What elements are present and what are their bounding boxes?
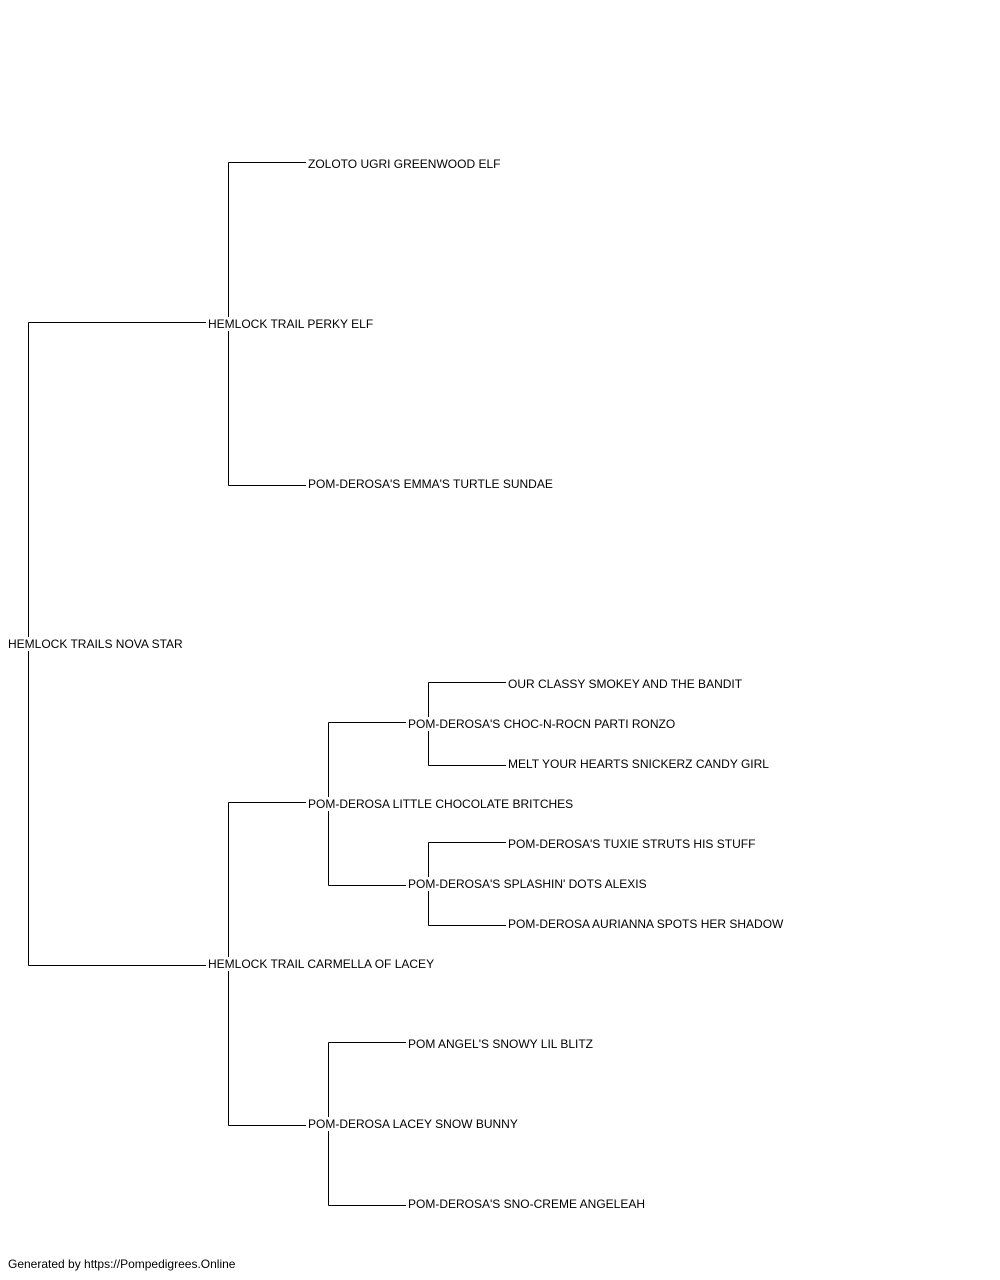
- dam-sire-sire-dam-name: MELT YOUR HEARTS SNICKERZ CANDY GIRL: [508, 757, 771, 771]
- dam-sire-dam-name: POM-DEROSA'S SPLASHIN' DOTS ALEXIS: [408, 877, 649, 891]
- sire-sire-name: ZOLOTO UGRI GREENWOOD ELF: [308, 157, 503, 171]
- dam-sire-sire-name: POM-DEROSA'S CHOC-N-ROCN PARTI RONZO: [408, 717, 678, 731]
- sire-dam-name: POM-DEROSA'S EMMA'S TURTLE SUNDAE: [308, 477, 555, 491]
- subject-dog-name: HEMLOCK TRAILS NOVA STAR: [8, 637, 185, 651]
- dam-sire-dam-sire-name: POM-DEROSA'S TUXIE STRUTS HIS STUFF: [508, 837, 758, 851]
- dam-dam-dam-name: POM-DEROSA'S SNO-CREME ANGELEAH: [408, 1197, 647, 1211]
- sire-name: HEMLOCK TRAIL PERKY ELF: [208, 317, 376, 331]
- dam-dam-name: POM-DEROSA LACEY SNOW BUNNY: [308, 1117, 520, 1131]
- dam-dam-sire-name: POM ANGEL'S SNOWY LIL BLITZ: [408, 1037, 596, 1051]
- generated-by-footer: Generated by https://Pompedigrees.Online: [8, 1257, 236, 1271]
- dam-name: HEMLOCK TRAIL CARMELLA OF LACEY: [208, 957, 437, 971]
- dam-sire-name: POM-DEROSA LITTLE CHOCOLATE BRITCHES: [308, 797, 576, 811]
- dam-sire-dam-dam-name: POM-DEROSA AURIANNA SPOTS HER SHADOW: [508, 917, 786, 931]
- dam-sire-sire-sire-name: OUR CLASSY SMOKEY AND THE BANDIT: [508, 677, 745, 691]
